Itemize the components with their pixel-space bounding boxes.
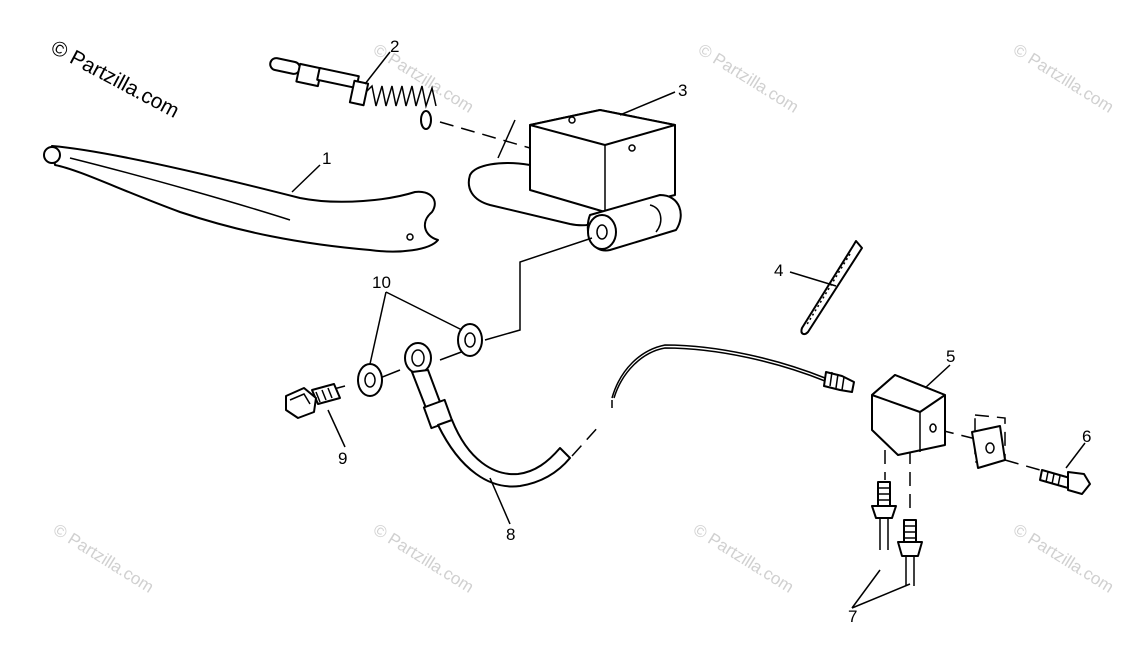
callout-3: 3 — [678, 81, 687, 100]
cable-tie-part[interactable] — [800, 240, 863, 336]
washer-part[interactable] — [457, 323, 483, 357]
callout-7: 7 — [848, 607, 857, 626]
callout-4: 4 — [774, 261, 783, 280]
assembly-line — [484, 237, 593, 341]
callout-10: 10 — [372, 273, 391, 292]
brake-switch-part[interactable] — [871, 374, 946, 456]
master-cylinder-part[interactable] — [467, 109, 682, 252]
brake-lever-part[interactable] — [43, 145, 439, 253]
callout-5: 5 — [946, 347, 955, 366]
leader-lines — [291, 51, 1086, 609]
screw-part[interactable] — [1039, 469, 1091, 495]
assembly-line — [439, 121, 531, 149]
switch-bolt-part[interactable] — [897, 519, 923, 586]
callout-6: 6 — [1082, 427, 1091, 446]
brake-line-part[interactable] — [611, 344, 855, 399]
assembly-line — [379, 369, 401, 379]
callout-2: 2 — [390, 37, 399, 56]
callout-8: 8 — [506, 525, 515, 544]
washer-part[interactable] — [357, 363, 383, 397]
assembly-line — [1004, 459, 1041, 471]
switch-bolt-part[interactable] — [871, 481, 897, 550]
callout-9: 9 — [338, 449, 347, 468]
piston-spring-part[interactable] — [269, 57, 437, 130]
brake-hose-part[interactable] — [404, 342, 601, 488]
callout-1: 1 — [322, 149, 331, 168]
bracket-part[interactable] — [971, 414, 1006, 469]
banjo-bolt-part[interactable] — [285, 383, 341, 419]
